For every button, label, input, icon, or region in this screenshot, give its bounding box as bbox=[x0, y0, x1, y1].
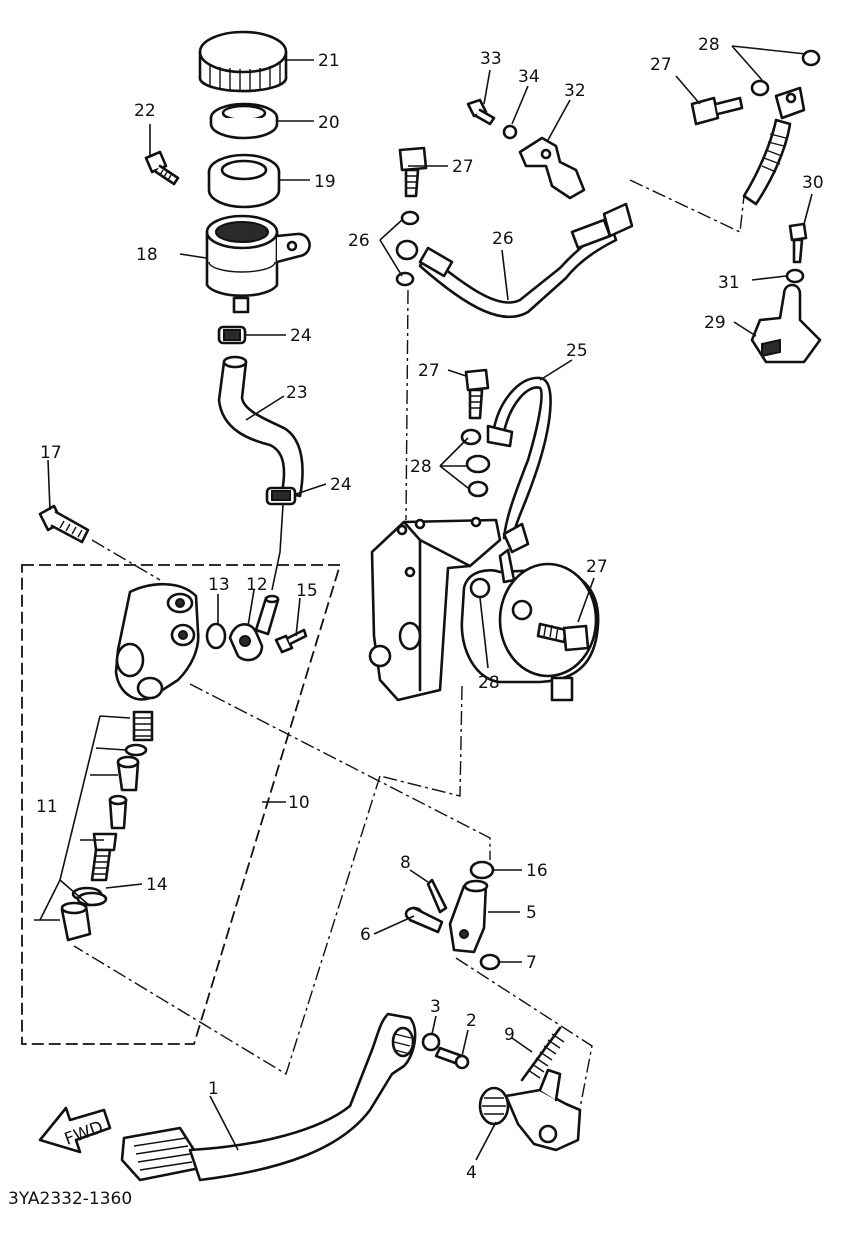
hose-joint bbox=[228, 594, 280, 662]
crush-washer-unit-b bbox=[511, 599, 533, 621]
union-bolt-top bbox=[398, 146, 428, 198]
brake-hose-26 bbox=[418, 202, 634, 319]
crush-washer-unit-a bbox=[469, 577, 491, 599]
clamp-bolt bbox=[788, 222, 808, 264]
pedal-bolt bbox=[434, 1046, 470, 1070]
reservoir-hose bbox=[217, 355, 304, 498]
union-bolt-upper-right bbox=[690, 96, 744, 126]
clamp-washer bbox=[785, 268, 805, 284]
joint-screw bbox=[274, 628, 308, 654]
callout-9: 9 bbox=[504, 1025, 515, 1045]
cotter-pin bbox=[426, 878, 448, 914]
callout-27-mid: 27 bbox=[418, 361, 440, 381]
crush-washer-top-c bbox=[395, 271, 415, 287]
callout-19: 19 bbox=[314, 172, 336, 192]
union-bolt-middle bbox=[464, 368, 490, 420]
callout-27-right: 27 bbox=[586, 557, 608, 577]
clevis bbox=[448, 879, 489, 954]
diaphragm-plate bbox=[209, 102, 279, 140]
callout-6: 6 bbox=[360, 925, 371, 945]
crush-washer-top-b bbox=[395, 239, 419, 261]
callout-33: 33 bbox=[480, 49, 502, 69]
brake-hose-end-upper bbox=[742, 86, 806, 206]
crush-washer-upper-right-a bbox=[750, 79, 770, 97]
crush-washer-upper-right-b bbox=[801, 49, 821, 67]
callout-8: 8 bbox=[400, 853, 411, 873]
callout-23: 23 bbox=[286, 383, 308, 403]
callout-15: 15 bbox=[296, 581, 318, 601]
callout-4: 4 bbox=[466, 1163, 477, 1183]
callout-28-mid: 28 bbox=[410, 457, 432, 477]
callout-7: 7 bbox=[526, 953, 537, 973]
assembly-boundary-10 bbox=[21, 564, 342, 1045]
master-cylinder-body bbox=[114, 582, 200, 701]
callout-28-upper-right: 28 bbox=[698, 35, 720, 55]
callout-28-unit: 28 bbox=[478, 673, 500, 693]
callout-30: 30 bbox=[802, 173, 824, 193]
reservoir-screw bbox=[144, 150, 180, 186]
callout-3: 3 bbox=[430, 997, 441, 1017]
pedal-shaft bbox=[478, 1068, 582, 1152]
callout-12: 12 bbox=[246, 575, 268, 595]
crush-washer-mid-b bbox=[465, 454, 491, 474]
diaphragm bbox=[207, 153, 281, 209]
callout-32: 32 bbox=[564, 81, 586, 101]
bracket-screw bbox=[466, 98, 496, 126]
clevis-nut bbox=[469, 860, 495, 880]
drawing-code: 3YA2332-1360 bbox=[8, 1189, 132, 1209]
master-cylinder-bolt bbox=[38, 504, 90, 544]
callout-27-upper-right: 27 bbox=[650, 55, 672, 75]
hose-bracket bbox=[518, 136, 586, 200]
reservoir-tank bbox=[205, 214, 311, 314]
brake-hose-25 bbox=[486, 376, 552, 584]
callout-10: 10 bbox=[288, 793, 310, 813]
hose-clamp-lower bbox=[265, 486, 297, 506]
hydraulic-unit bbox=[368, 516, 600, 702]
callout-26-right: 26 bbox=[492, 229, 514, 249]
hose-clamp-upper bbox=[217, 325, 247, 345]
callout-31: 31 bbox=[718, 273, 740, 293]
callout-20: 20 bbox=[318, 113, 340, 133]
reservoir-cap bbox=[198, 30, 288, 93]
clevis-pin bbox=[404, 906, 444, 934]
return-spring bbox=[520, 1026, 565, 1082]
brake-pedal bbox=[120, 1012, 417, 1182]
callout-11: 11 bbox=[36, 797, 58, 817]
piston-kit bbox=[60, 710, 154, 942]
union-bolt-right bbox=[536, 622, 590, 652]
fwd-arrow-icon: FWD bbox=[38, 1106, 112, 1154]
pin-nut bbox=[479, 953, 501, 971]
pedal-washer bbox=[421, 1032, 441, 1052]
callout-17: 17 bbox=[40, 443, 62, 463]
callout-24-upper: 24 bbox=[290, 326, 312, 346]
callout-16: 16 bbox=[526, 861, 548, 881]
bracket-washer bbox=[502, 124, 518, 140]
callout-14: 14 bbox=[146, 875, 168, 895]
hose-guide-clamp bbox=[750, 283, 822, 364]
o-ring bbox=[205, 622, 227, 650]
callout-27-top: 27 bbox=[452, 157, 474, 177]
callout-34: 34 bbox=[518, 67, 540, 87]
callout-25: 25 bbox=[566, 341, 588, 361]
callout-24-lower: 24 bbox=[330, 475, 352, 495]
callout-5: 5 bbox=[526, 903, 537, 923]
callout-21: 21 bbox=[318, 51, 340, 71]
callout-22: 22 bbox=[134, 101, 156, 121]
callout-29: 29 bbox=[704, 313, 726, 333]
callout-18: 18 bbox=[136, 245, 158, 265]
crush-washer-mid-c bbox=[467, 480, 489, 498]
callout-2: 2 bbox=[466, 1011, 477, 1031]
callout-1: 1 bbox=[208, 1079, 219, 1099]
crush-washer-top-a bbox=[400, 210, 420, 226]
callout-26-left: 26 bbox=[348, 231, 370, 251]
callout-13: 13 bbox=[208, 575, 230, 595]
